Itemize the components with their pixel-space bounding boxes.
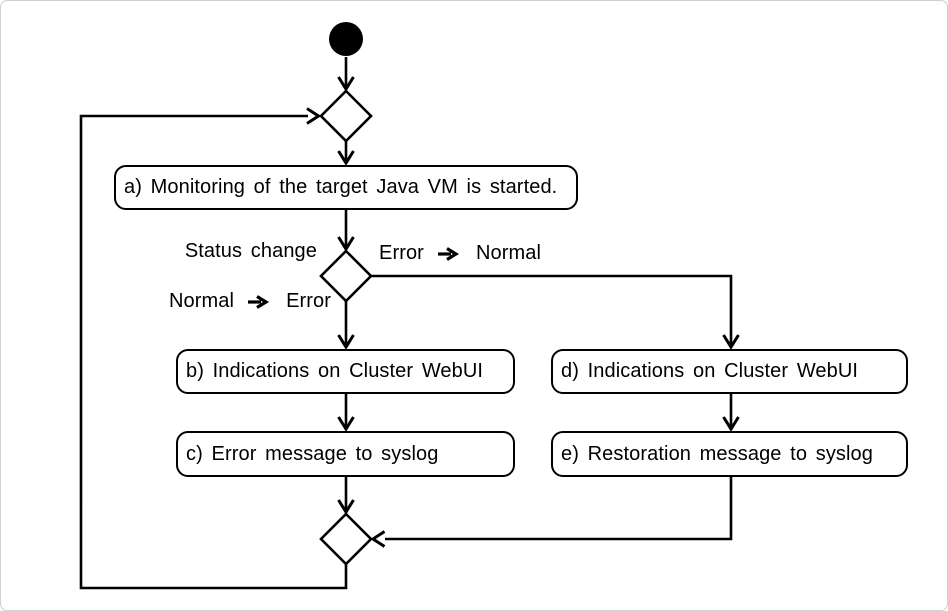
right-arrow-icon [437,246,460,261]
activity-node-b: b) Indications on Cluster WebUI [176,349,515,394]
arrowhead-down-icon [337,499,355,515]
arrowhead-down-icon [722,416,740,432]
error-to-normal-to: Normal [475,242,542,264]
arrowhead-down-icon [337,416,355,432]
edge-e-to-merge [385,477,733,541]
arrowhead-down-icon [337,76,355,92]
arrowhead-down-icon [337,334,355,350]
start-node [329,22,363,56]
status-change-decision-diamond [319,249,373,303]
normal-to-error-to: Error [286,290,332,312]
edge-loop-back [79,114,348,590]
activity-node-c: c) Error message to syslog [176,431,515,477]
merge-diamond-bottom [319,512,373,566]
arrowhead-left-icon [370,530,386,548]
arrowhead-down-icon [337,150,355,166]
arrowhead-right-icon [306,107,322,125]
arrowhead-down-icon [722,334,740,350]
edge-decision-to-d [371,274,733,345]
normal-to-error-from: Normal [169,290,235,312]
merge-diamond-top [319,89,373,143]
status-change-label: Status change [185,240,317,263]
right-arrow-icon [248,294,270,309]
error-to-normal-label: Error Normal [379,242,541,265]
error-to-normal-from: Error [379,242,424,264]
activity-node-a: a) Monitoring of the target Java VM is s… [114,165,578,210]
status-change-text: Status change [184,240,317,262]
arrowhead-down-icon [337,236,355,252]
activity-node-d: d) Indications on Cluster WebUI [551,349,908,394]
normal-to-error-label: Normal Error [169,290,331,313]
activity-node-e: e) Restoration message to syslog [551,431,908,477]
